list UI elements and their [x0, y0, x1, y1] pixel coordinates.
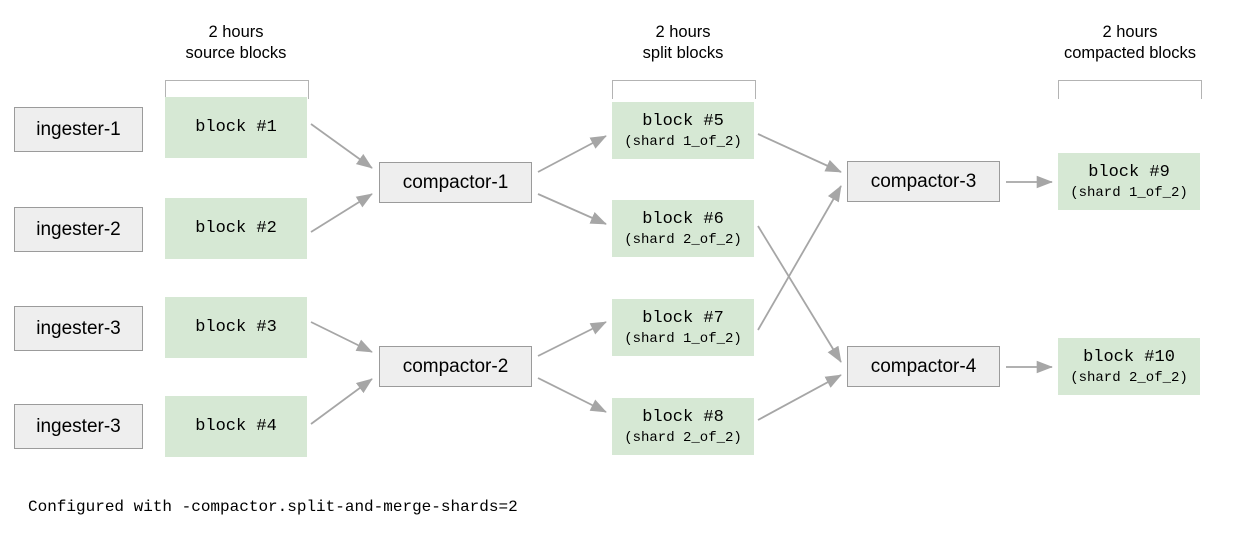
edge-compactor2-block8 — [537, 377, 607, 413]
configuration-footnote: Configured with -compactor.split-and-mer… — [28, 498, 518, 516]
edge-block5-compactor3 — [757, 133, 842, 173]
compacted-block-9-shard: (shard 1_of_2) — [1070, 184, 1188, 201]
source-block-1[interactable]: block #1 — [165, 97, 307, 158]
ingester-2-label: ingester-2 — [36, 218, 121, 240]
source-block-3[interactable]: block #3 — [165, 297, 307, 358]
compactor-4-label: compactor-4 — [870, 355, 977, 377]
column-header-source-line1: 2 hours — [208, 23, 264, 41]
source-block-4[interactable]: block #4 — [165, 396, 307, 457]
compacted-block-9-title: block #9 — [1088, 162, 1170, 182]
edge-compactor1-block5 — [537, 135, 607, 173]
compactor-3-label: compactor-3 — [870, 170, 977, 192]
source-block-2[interactable]: block #2 — [165, 198, 307, 259]
ingester-4-box[interactable]: ingester-3 — [14, 404, 143, 449]
column-header-compacted-line2: compacted blocks — [1063, 44, 1197, 62]
compactor-3-box[interactable]: compactor-3 — [847, 161, 1000, 202]
ingester-3-box[interactable]: ingester-3 — [14, 306, 143, 351]
compactor-1-box[interactable]: compactor-1 — [379, 162, 532, 203]
split-block-6-shard: (shard 2_of_2) — [624, 231, 742, 248]
edge-block3-compactor2 — [310, 321, 373, 353]
column-header-compacted: 2 hours compacted blocks — [1038, 22, 1222, 64]
column-header-split-line1: 2 hours — [655, 23, 711, 41]
edge-compactor1-block6 — [537, 193, 607, 225]
column-header-split: 2 hours split blocks — [607, 22, 759, 64]
column-header-split-line2: split blocks — [642, 44, 724, 62]
compacted-block-9[interactable]: block #9 (shard 1_of_2) — [1058, 153, 1200, 210]
compactor-2-box[interactable]: compactor-2 — [379, 346, 532, 387]
split-block-7-title: block #7 — [642, 308, 724, 328]
compacted-block-10-shard: (shard 2_of_2) — [1070, 369, 1188, 386]
edge-block7-compactor3 — [757, 185, 842, 331]
split-block-7[interactable]: block #7 (shard 1_of_2) — [612, 299, 754, 356]
source-block-1-title: block #1 — [195, 117, 277, 137]
ingester-1-label: ingester-1 — [36, 118, 121, 140]
edge-block4-compactor2 — [310, 378, 373, 425]
bracket-split-blocks — [612, 80, 756, 99]
split-block-5-title: block #5 — [642, 111, 724, 131]
edge-compactor2-block7 — [537, 321, 607, 357]
split-block-8-shard: (shard 2_of_2) — [624, 429, 742, 446]
ingester-1-box[interactable]: ingester-1 — [14, 107, 143, 152]
ingester-4-label: ingester-3 — [36, 415, 121, 437]
column-header-source-line2: source blocks — [185, 44, 287, 62]
edge-block1-compactor1 — [310, 123, 373, 169]
bracket-source-blocks — [165, 80, 309, 99]
split-block-8[interactable]: block #8 (shard 2_of_2) — [612, 398, 754, 455]
bracket-compacted-blocks — [1058, 80, 1202, 99]
column-header-source: 2 hours source blocks — [160, 22, 312, 64]
edge-block8-compactor4 — [757, 374, 842, 421]
edge-block6-compactor4 — [757, 225, 842, 363]
split-block-6[interactable]: block #6 (shard 2_of_2) — [612, 200, 754, 257]
split-block-6-title: block #6 — [642, 209, 724, 229]
split-block-5-shard: (shard 1_of_2) — [624, 133, 742, 150]
ingester-3-label: ingester-3 — [36, 317, 121, 339]
compactor-1-label: compactor-1 — [402, 171, 509, 193]
column-header-compacted-line1: 2 hours — [1102, 23, 1158, 41]
compacted-block-10-title: block #10 — [1083, 347, 1175, 367]
split-block-5[interactable]: block #5 (shard 1_of_2) — [612, 102, 754, 159]
compactor-4-box[interactable]: compactor-4 — [847, 346, 1000, 387]
ingester-2-box[interactable]: ingester-2 — [14, 207, 143, 252]
edge-block2-compactor1 — [310, 193, 373, 233]
split-block-7-shard: (shard 1_of_2) — [624, 330, 742, 347]
source-block-4-title: block #4 — [195, 416, 277, 436]
source-block-3-title: block #3 — [195, 317, 277, 337]
compactor-2-label: compactor-2 — [402, 355, 509, 377]
split-block-8-title: block #8 — [642, 407, 724, 427]
source-block-2-title: block #2 — [195, 218, 277, 238]
compacted-block-10[interactable]: block #10 (shard 2_of_2) — [1058, 338, 1200, 395]
